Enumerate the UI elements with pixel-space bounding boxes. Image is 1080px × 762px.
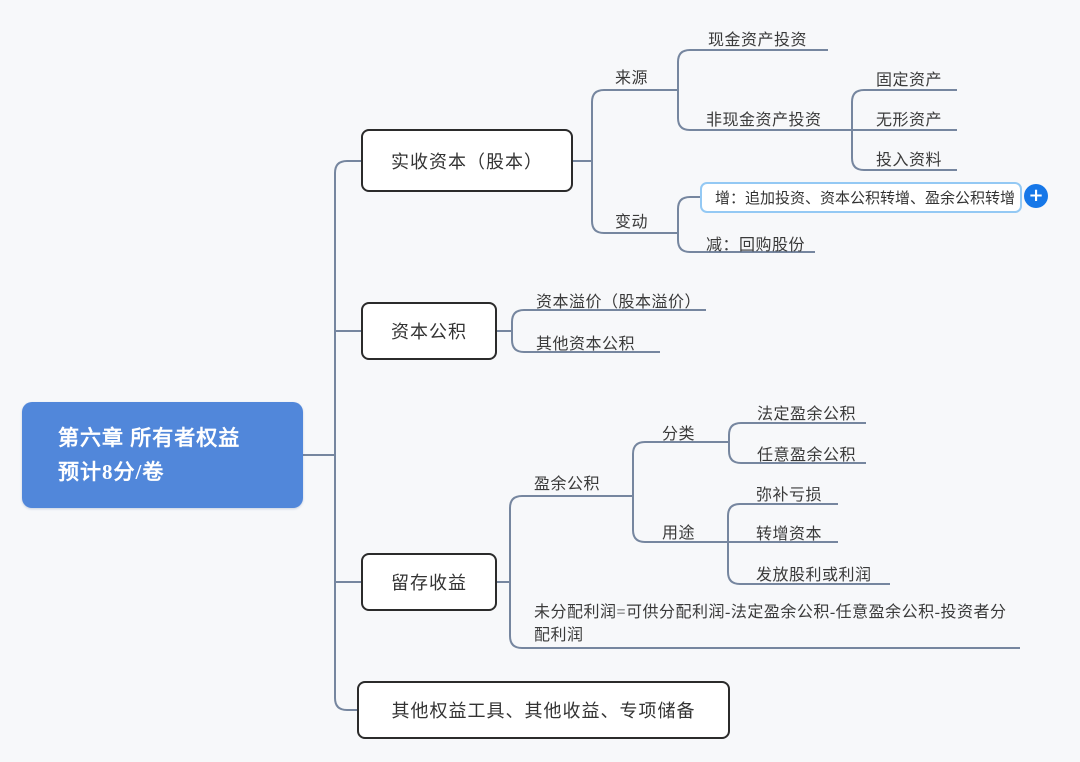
node-cover-losses[interactable]: 弥补亏损 bbox=[756, 487, 823, 504]
node-noncash-investment[interactable]: 非现金资产投资 bbox=[706, 112, 822, 129]
add-child-button[interactable]: + bbox=[1024, 184, 1048, 208]
root-topic[interactable]: 第六章 所有者权益 预计8分/卷 bbox=[22, 402, 303, 508]
node-statutory-surplus[interactable]: 法定盈余公积 bbox=[757, 406, 857, 423]
topic-capital-reserve[interactable]: 资本公积 bbox=[361, 302, 497, 360]
spine-line bbox=[334, 160, 361, 711]
source-children-bracket bbox=[677, 49, 852, 131]
node-distribute-dividends[interactable]: 发放股利或利润 bbox=[756, 567, 872, 584]
topic-capital-reserve-label: 资本公积 bbox=[391, 322, 467, 342]
node-capital-decrease[interactable]: 减：回购股份 bbox=[706, 237, 806, 254]
root-topic-subtitle: 预计8分/卷 bbox=[58, 460, 165, 484]
node-changes[interactable]: 变动 bbox=[615, 214, 649, 231]
node-capital-premium[interactable]: 资本溢价（股本溢价） bbox=[536, 294, 702, 311]
node-capital-increase-label: 增：追加投资、资本公积转增、盈余公积转增 bbox=[715, 191, 1016, 207]
node-usage[interactable]: 用途 bbox=[662, 525, 696, 542]
surplus-reserve-children-bracket bbox=[632, 441, 729, 543]
capital-reserve-children-bracket bbox=[511, 309, 706, 353]
usage-children-bracket bbox=[727, 503, 890, 585]
topic-other-equity-label: 其他权益工具、其他收益、专项储备 bbox=[391, 701, 696, 721]
node-undistributed-profit[interactable]: 未分配利润=可供分配利润-法定盈余公积-任意盈余公积-投资者分配利润 bbox=[534, 604, 1007, 644]
node-category[interactable]: 分类 bbox=[662, 426, 696, 443]
root-topic-title: 第六章 所有者权益 bbox=[58, 426, 241, 450]
node-intangible-assets[interactable]: 无形资产 bbox=[876, 112, 943, 129]
node-transfer-to-capital[interactable]: 转增资本 bbox=[756, 526, 823, 543]
topic-paid-in-capital[interactable]: 实收资本（股本） bbox=[361, 129, 573, 192]
changes-children-bracket bbox=[677, 196, 815, 253]
topic-retained-earnings-label: 留存收益 bbox=[391, 573, 467, 593]
topic-other-equity[interactable]: 其他权益工具、其他收益、专项储备 bbox=[357, 681, 730, 739]
node-fixed-assets[interactable]: 固定资产 bbox=[876, 72, 943, 89]
paid-in-capital-children-bracket bbox=[591, 89, 678, 234]
node-source[interactable]: 来源 bbox=[615, 70, 649, 87]
node-other-capital-reserve[interactable]: 其他资本公积 bbox=[536, 336, 636, 353]
node-capital-increase-highlighted[interactable]: 增：追加投资、资本公积转增、盈余公积转增 bbox=[700, 182, 1022, 213]
node-cash-investment[interactable]: 现金资产投资 bbox=[708, 32, 808, 49]
topic-retained-earnings[interactable]: 留存收益 bbox=[361, 553, 497, 611]
node-invested-materials[interactable]: 投入资料 bbox=[876, 152, 943, 169]
node-surplus-reserve[interactable]: 盈余公积 bbox=[534, 476, 601, 493]
category-children-bracket bbox=[728, 422, 866, 464]
topic-paid-in-capital-label: 实收资本（股本） bbox=[391, 151, 543, 172]
retained-earnings-children-bracket bbox=[509, 495, 1020, 649]
node-discretionary-surplus[interactable]: 任意盈余公积 bbox=[757, 447, 857, 464]
plus-icon: + bbox=[1028, 185, 1044, 206]
